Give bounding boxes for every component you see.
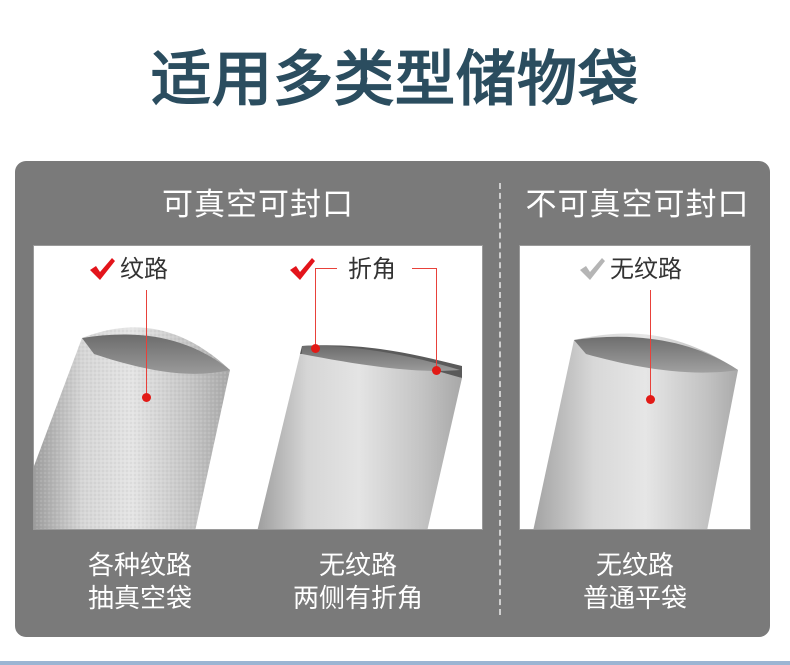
fold-leader-line-left-h (315, 268, 337, 269)
texture-leader-line (146, 290, 147, 394)
non-vacuum-section-title: 不可真空可封口 (525, 187, 750, 223)
caption-line: 无纹路 (595, 551, 674, 581)
no-texture-callout-label: 无纹路 (610, 255, 682, 283)
fold-leader-line-right-v (436, 268, 437, 368)
caption-line: 抽真空袋 (87, 584, 192, 614)
no-texture-leader-line (650, 290, 651, 396)
checkmark-icon (578, 257, 606, 281)
non-vacuum-bag-image: 无纹路 (519, 245, 751, 530)
page-title: 适用多类型储物袋 (151, 45, 639, 115)
caption-textured-bag: 各种纹路 抽真空袋 (55, 550, 225, 616)
texture-callout-label: 纹路 (120, 255, 168, 283)
flat-bag-illustration (533, 333, 738, 529)
fold-leader-line-left-v (315, 268, 316, 348)
texture-marker-dot (142, 393, 151, 402)
fold-leader-line-right-h (412, 268, 436, 269)
caption-line: 普通平袋 (582, 584, 687, 614)
no-texture-marker-dot (646, 395, 655, 404)
bag-types-panel: 可真空可封口 不可真空可封口 (15, 161, 770, 637)
checkmark-icon (288, 257, 316, 281)
caption-flat-bag: 无纹路 普通平袋 (550, 550, 720, 616)
fold-marker-dot-left (311, 344, 320, 353)
fold-corner-callout: 折角 (288, 254, 396, 284)
vacuum-bags-image: 纹路 折角 (33, 245, 483, 530)
checkmark-icon (88, 257, 116, 281)
caption-line: 各种纹路 (87, 551, 192, 581)
fold-marker-dot-right (432, 366, 441, 375)
vacuum-section-title: 可真空可封口 (162, 187, 354, 223)
caption-folded-bag: 无纹路 两侧有折角 (273, 550, 443, 616)
texture-callout: 纹路 (88, 254, 168, 284)
bottom-rule (0, 661, 790, 665)
fold-corner-callout-label: 折角 (348, 255, 396, 283)
caption-line: 两侧有折角 (292, 584, 423, 614)
caption-line: 无纹路 (318, 551, 397, 581)
section-divider (499, 183, 501, 615)
no-texture-callout: 无纹路 (578, 254, 682, 284)
textured-bag-illustration (34, 327, 462, 529)
